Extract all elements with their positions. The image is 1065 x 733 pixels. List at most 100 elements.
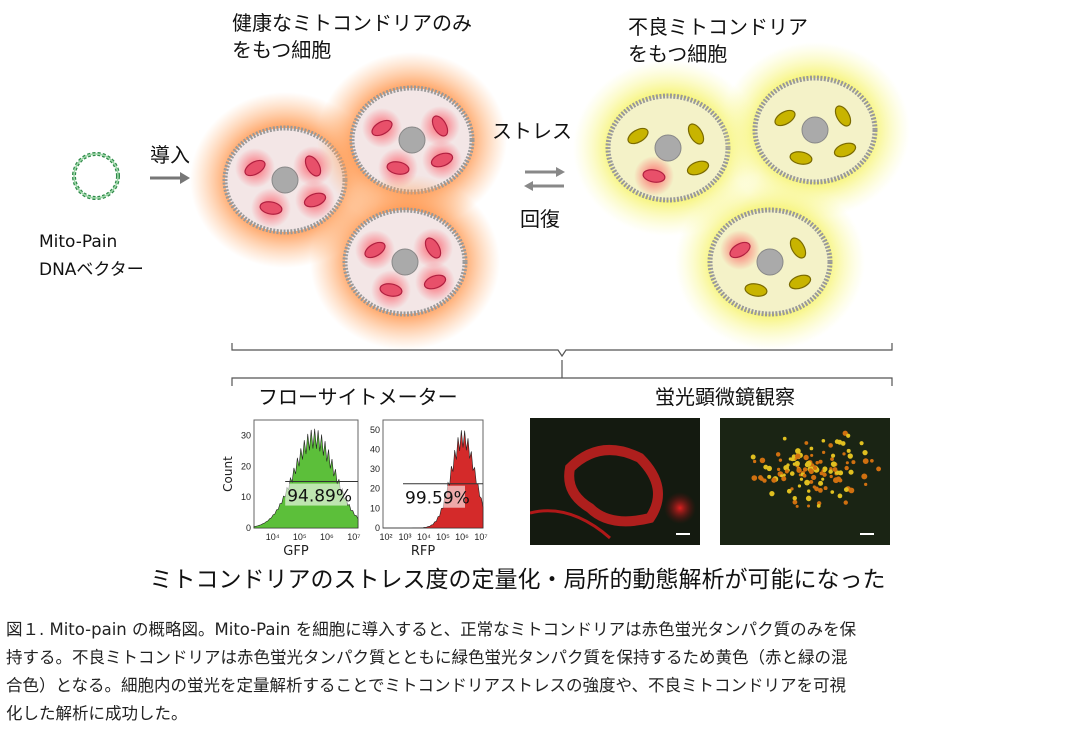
- fluorescent-mitochondrion: [843, 500, 848, 505]
- caption-line: 持する。不良ミトコンドリアは赤色蛍光タンパク質とともに緑色蛍光タンパク質を保持す…: [6, 648, 848, 667]
- mitochondrion-icon: [371, 119, 393, 137]
- caption-line: 図１. Mito-pain の概略図。Mito-Pain を細胞に導入すると、正…: [6, 620, 857, 639]
- fluorescent-mitochondrion: [816, 504, 821, 508]
- damaged-cell: [675, 174, 865, 350]
- fluorescent-mitochondrion: [830, 461, 837, 467]
- figure-caption: 図１. Mito-pain の概略図。Mito-Pain を細胞に導入すると、正…: [6, 616, 856, 728]
- mitochondrion-icon: [259, 201, 283, 215]
- fluorescent-mitochondrion: [797, 484, 802, 488]
- mitochondrion-icon: [423, 274, 447, 290]
- gate-percentage: 99.59%: [405, 489, 470, 509]
- fluorescent-mitochondrion: [759, 457, 766, 464]
- fluorescent-mitochondrion: [844, 465, 849, 471]
- y-tick-label: 10: [241, 492, 251, 502]
- mitochondrion-icon: [244, 159, 266, 177]
- fluorescent-mitochondrion: [805, 460, 812, 467]
- y-tick-label: 0: [375, 523, 380, 533]
- mitochondrion-icon: [774, 109, 796, 127]
- y-axis-label: Count: [221, 456, 235, 492]
- y-tick-label: 0: [246, 523, 251, 533]
- fluorescent-mitochondrion: [830, 457, 834, 461]
- x-axis-label: RFP: [411, 544, 436, 559]
- x-tick-label: 10³: [398, 532, 411, 542]
- fluorescent-mitochondrion: [876, 466, 882, 472]
- fluorescent-mitochondrion: [794, 453, 801, 459]
- fluorescent-mitochondrion: [823, 486, 828, 491]
- fluorescent-mitochondrion: [829, 474, 833, 479]
- fluorescent-mitochondrion: [786, 488, 792, 494]
- fluorescent-mitochondrion: [803, 454, 809, 461]
- fluorescent-mitochondrion: [805, 495, 812, 502]
- fluorescent-mitochondrion: [794, 460, 800, 467]
- fluorescent-mitochondrion: [828, 469, 833, 474]
- fluorescent-mitochondrion: [751, 475, 758, 481]
- fluorescent-mitochondrion: [821, 438, 826, 443]
- y-tick-label: 40: [370, 444, 380, 454]
- fluorescent-mitochondrion: [837, 439, 843, 445]
- x-tick-label: 10⁴: [417, 532, 431, 542]
- fluorescent-mitochondrion: [792, 499, 798, 505]
- brace: [231, 343, 893, 358]
- fluorescent-mitochondrion: [778, 458, 783, 462]
- fluorescent-mitochondrion: [795, 448, 801, 454]
- x-tick-label: 10⁷: [347, 532, 360, 542]
- mitochondrion-icon: [789, 237, 807, 259]
- fluorescent-mitochondrion: [804, 479, 810, 486]
- fluorescent-mitochondrion: [759, 476, 764, 481]
- mitochondrion-icon: [627, 127, 649, 145]
- fluorescent-mitochondrion: [830, 453, 836, 458]
- vector-label: Mito-Pain: [39, 232, 118, 252]
- x-tick-label: 10⁶: [455, 532, 469, 542]
- fluorescent-mitochondrion: [792, 496, 797, 501]
- fluorescent-mitochondrion: [819, 471, 824, 476]
- fluorescent-mitochondrion: [822, 450, 826, 455]
- x-tick-label: 10⁵: [293, 532, 307, 542]
- fluorescent-mitochondrion: [763, 464, 769, 470]
- caption-line: 合色）となる。細胞内の蛍光を定量解析することでミトコンドリアストレスの強度や、不…: [6, 676, 847, 695]
- mitochondrion-icon: [833, 142, 857, 158]
- mitochondrion-icon: [304, 155, 322, 177]
- caption-line: 化した解析に成功した。: [6, 704, 188, 723]
- fluorescent-mitochondrion: [780, 474, 784, 478]
- fluorescent-mitochondrion: [870, 458, 874, 463]
- fluorescent-mitochondrion: [752, 459, 757, 464]
- mitochondrion-icon: [431, 115, 449, 137]
- mitochondrion-icon: [834, 105, 852, 127]
- healthy-cell-title: 健康なミトコンドリアのみをもつ細胞: [232, 11, 472, 62]
- fluorescent-mitochondrion: [788, 457, 792, 461]
- fluorescent-mitochondrion: [862, 458, 869, 465]
- conclusion-text: ミトコンドリアのストレス度の定量化・局所的動態解析が可能になった: [149, 567, 886, 593]
- mitochondrion-icon: [686, 160, 710, 176]
- fluorescent-mitochondrion: [818, 480, 824, 486]
- fluorescent-mitochondrion: [861, 473, 868, 480]
- fluorescent-mitochondrion: [790, 487, 794, 491]
- fluorescent-mitochondrion: [812, 485, 816, 489]
- stress-recovery-arrows-icon: [524, 167, 565, 191]
- fluorescent-mitochondrion: [862, 450, 868, 456]
- x-tick-label: 10⁷: [474, 532, 487, 542]
- fluorescent-mitochondrion: [802, 467, 808, 472]
- fluorescent-mitochondrion: [771, 477, 777, 483]
- x-tick-label: 10²: [379, 532, 392, 542]
- fluorescent-mitochondrion: [809, 479, 814, 484]
- fluorescent-mitochondrion: [842, 452, 846, 456]
- fluorescent-mitochondrion: [817, 487, 823, 493]
- fluorescent-mitochondrion: [846, 448, 851, 453]
- fluorescent-mitochondrion: [845, 461, 849, 465]
- y-tick-label: 10: [370, 503, 380, 513]
- mitochondrion-icon: [687, 123, 705, 145]
- fluorescent-mitochondrion: [784, 469, 789, 474]
- mitochondrion-icon: [729, 241, 751, 259]
- microscopy-title: 蛍光顕微鏡観察: [655, 385, 795, 409]
- healthy-cell: [310, 174, 500, 350]
- x-tick-label: 10⁵: [436, 532, 450, 542]
- fluorescent-mitochondrion: [835, 476, 842, 482]
- fluorescent-mitochondrion: [813, 466, 818, 470]
- mitochondrion-icon: [303, 192, 327, 208]
- fluorescent-mitochondrion: [811, 474, 817, 481]
- fluorescent-mitochondrion: [776, 467, 781, 472]
- fluorescent-mitochondrion: [847, 453, 853, 459]
- fluorescent-mitochondrion: [808, 469, 814, 475]
